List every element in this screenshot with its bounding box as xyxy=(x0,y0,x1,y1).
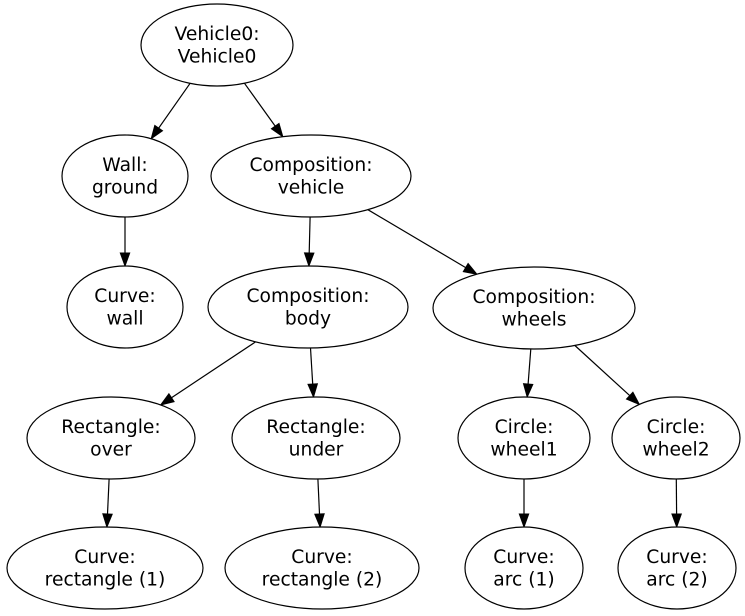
edge-line xyxy=(171,341,256,399)
node-ellipse xyxy=(210,134,412,218)
edge-line xyxy=(527,348,532,385)
node-label: Rectangle:over xyxy=(61,417,160,460)
node-label: Wall:ground xyxy=(92,155,158,198)
node-ellipse xyxy=(66,265,184,349)
node-curve-rectangle-2: Curve:rectangle (2) xyxy=(224,526,420,610)
node-composition-wheels: Composition:wheels xyxy=(432,266,636,350)
node-ellipse xyxy=(611,396,741,480)
edge-line xyxy=(106,478,110,515)
node-ellipse xyxy=(140,3,294,87)
node-ellipse xyxy=(432,266,636,350)
node-label: Composition:wheels xyxy=(472,287,595,330)
edge-circle-wheel1-to-curve-arc-1 xyxy=(518,479,530,529)
node-curve-rectangle-1: Curve:rectangle (1) xyxy=(6,526,204,610)
node-ellipse xyxy=(6,526,204,610)
arrowhead-icon xyxy=(307,383,319,399)
arrowhead-icon xyxy=(159,392,175,406)
node-curve-arc-1: Curve:arc (1) xyxy=(464,526,584,610)
edge-wall-ground-to-curve-wall xyxy=(119,217,131,268)
node-label: Circle:wheel2 xyxy=(642,417,709,460)
node-vehicle0: Vehicle0:Vehicle0 xyxy=(140,3,294,87)
arrowhead-icon xyxy=(462,262,479,275)
arrowhead-icon xyxy=(150,124,164,140)
arrowhead-icon xyxy=(270,122,284,138)
edge-vehicle0-to-wall-ground xyxy=(150,82,191,140)
edge-line xyxy=(158,82,191,129)
arrowhead-icon xyxy=(119,252,131,268)
edge-line xyxy=(574,345,631,397)
node-composition-body: Composition:body xyxy=(207,265,409,349)
edge-circle-wheel2-to-curve-arc-2 xyxy=(671,478,683,529)
node-ellipse xyxy=(207,265,409,349)
arrowhead-icon xyxy=(518,513,530,529)
node-ellipse xyxy=(457,396,591,480)
node-composition-vehicle: Composition:vehicle xyxy=(210,134,412,218)
node-ellipse xyxy=(231,396,401,480)
arrowhead-icon xyxy=(522,383,534,399)
arrowhead-icon xyxy=(303,252,315,268)
node-curve-wall: Curve:wall xyxy=(66,265,184,349)
edge-rectangle-over-to-curve-rectangle-1 xyxy=(102,478,113,529)
edge-line xyxy=(308,216,311,254)
node-label: Curve:rectangle (1) xyxy=(45,547,166,590)
node-ellipse xyxy=(61,134,189,218)
edge-rectangle-under-to-curve-rectangle-2 xyxy=(314,478,325,529)
edge-composition-body-to-rectangle-under xyxy=(307,347,319,399)
node-label: Rectangle:under xyxy=(266,417,365,460)
node-curve-arc-2: Curve:arc (2) xyxy=(617,526,737,610)
node-label: Composition:body xyxy=(246,286,369,329)
arrowhead-icon xyxy=(625,391,641,406)
edge-composition-vehicle-to-composition-body xyxy=(303,216,315,268)
node-ellipse xyxy=(224,526,420,610)
edge-line xyxy=(243,82,276,127)
edge-composition-body-to-rectangle-over xyxy=(159,341,256,406)
node-rectangle-under: Rectangle:under xyxy=(231,396,401,480)
node-label: Vehicle0:Vehicle0 xyxy=(174,24,259,67)
node-rectangle-over: Rectangle:over xyxy=(26,396,196,480)
node-wall-ground: Wall:ground xyxy=(61,134,189,218)
arrowhead-icon xyxy=(671,513,683,529)
node-ellipse xyxy=(26,396,196,480)
node-ellipse xyxy=(464,526,584,610)
node-label: Curve:rectangle (2) xyxy=(262,547,383,590)
edge-line xyxy=(367,209,467,269)
edge-composition-wheels-to-circle-wheel2 xyxy=(574,345,641,406)
arrowhead-icon xyxy=(314,513,325,529)
node-label: Circle:wheel1 xyxy=(490,417,557,460)
edge-composition-wheels-to-circle-wheel1 xyxy=(522,348,534,399)
arrowhead-icon xyxy=(102,513,113,529)
node-circle-wheel1: Circle:wheel1 xyxy=(457,396,591,480)
edge-composition-vehicle-to-composition-wheels xyxy=(367,209,479,275)
node-ellipse xyxy=(617,526,737,610)
edge-line xyxy=(317,478,321,515)
node-circle-wheel2: Circle:wheel2 xyxy=(611,396,741,480)
node-label: Curve:arc (2) xyxy=(646,547,707,590)
node-label: Curve:wall xyxy=(94,286,155,329)
edge-line xyxy=(309,347,314,385)
node-label: Composition:vehicle xyxy=(249,155,372,198)
edge-vehicle0-to-composition-vehicle xyxy=(243,82,284,138)
node-label: Curve:arc (1) xyxy=(493,547,554,590)
